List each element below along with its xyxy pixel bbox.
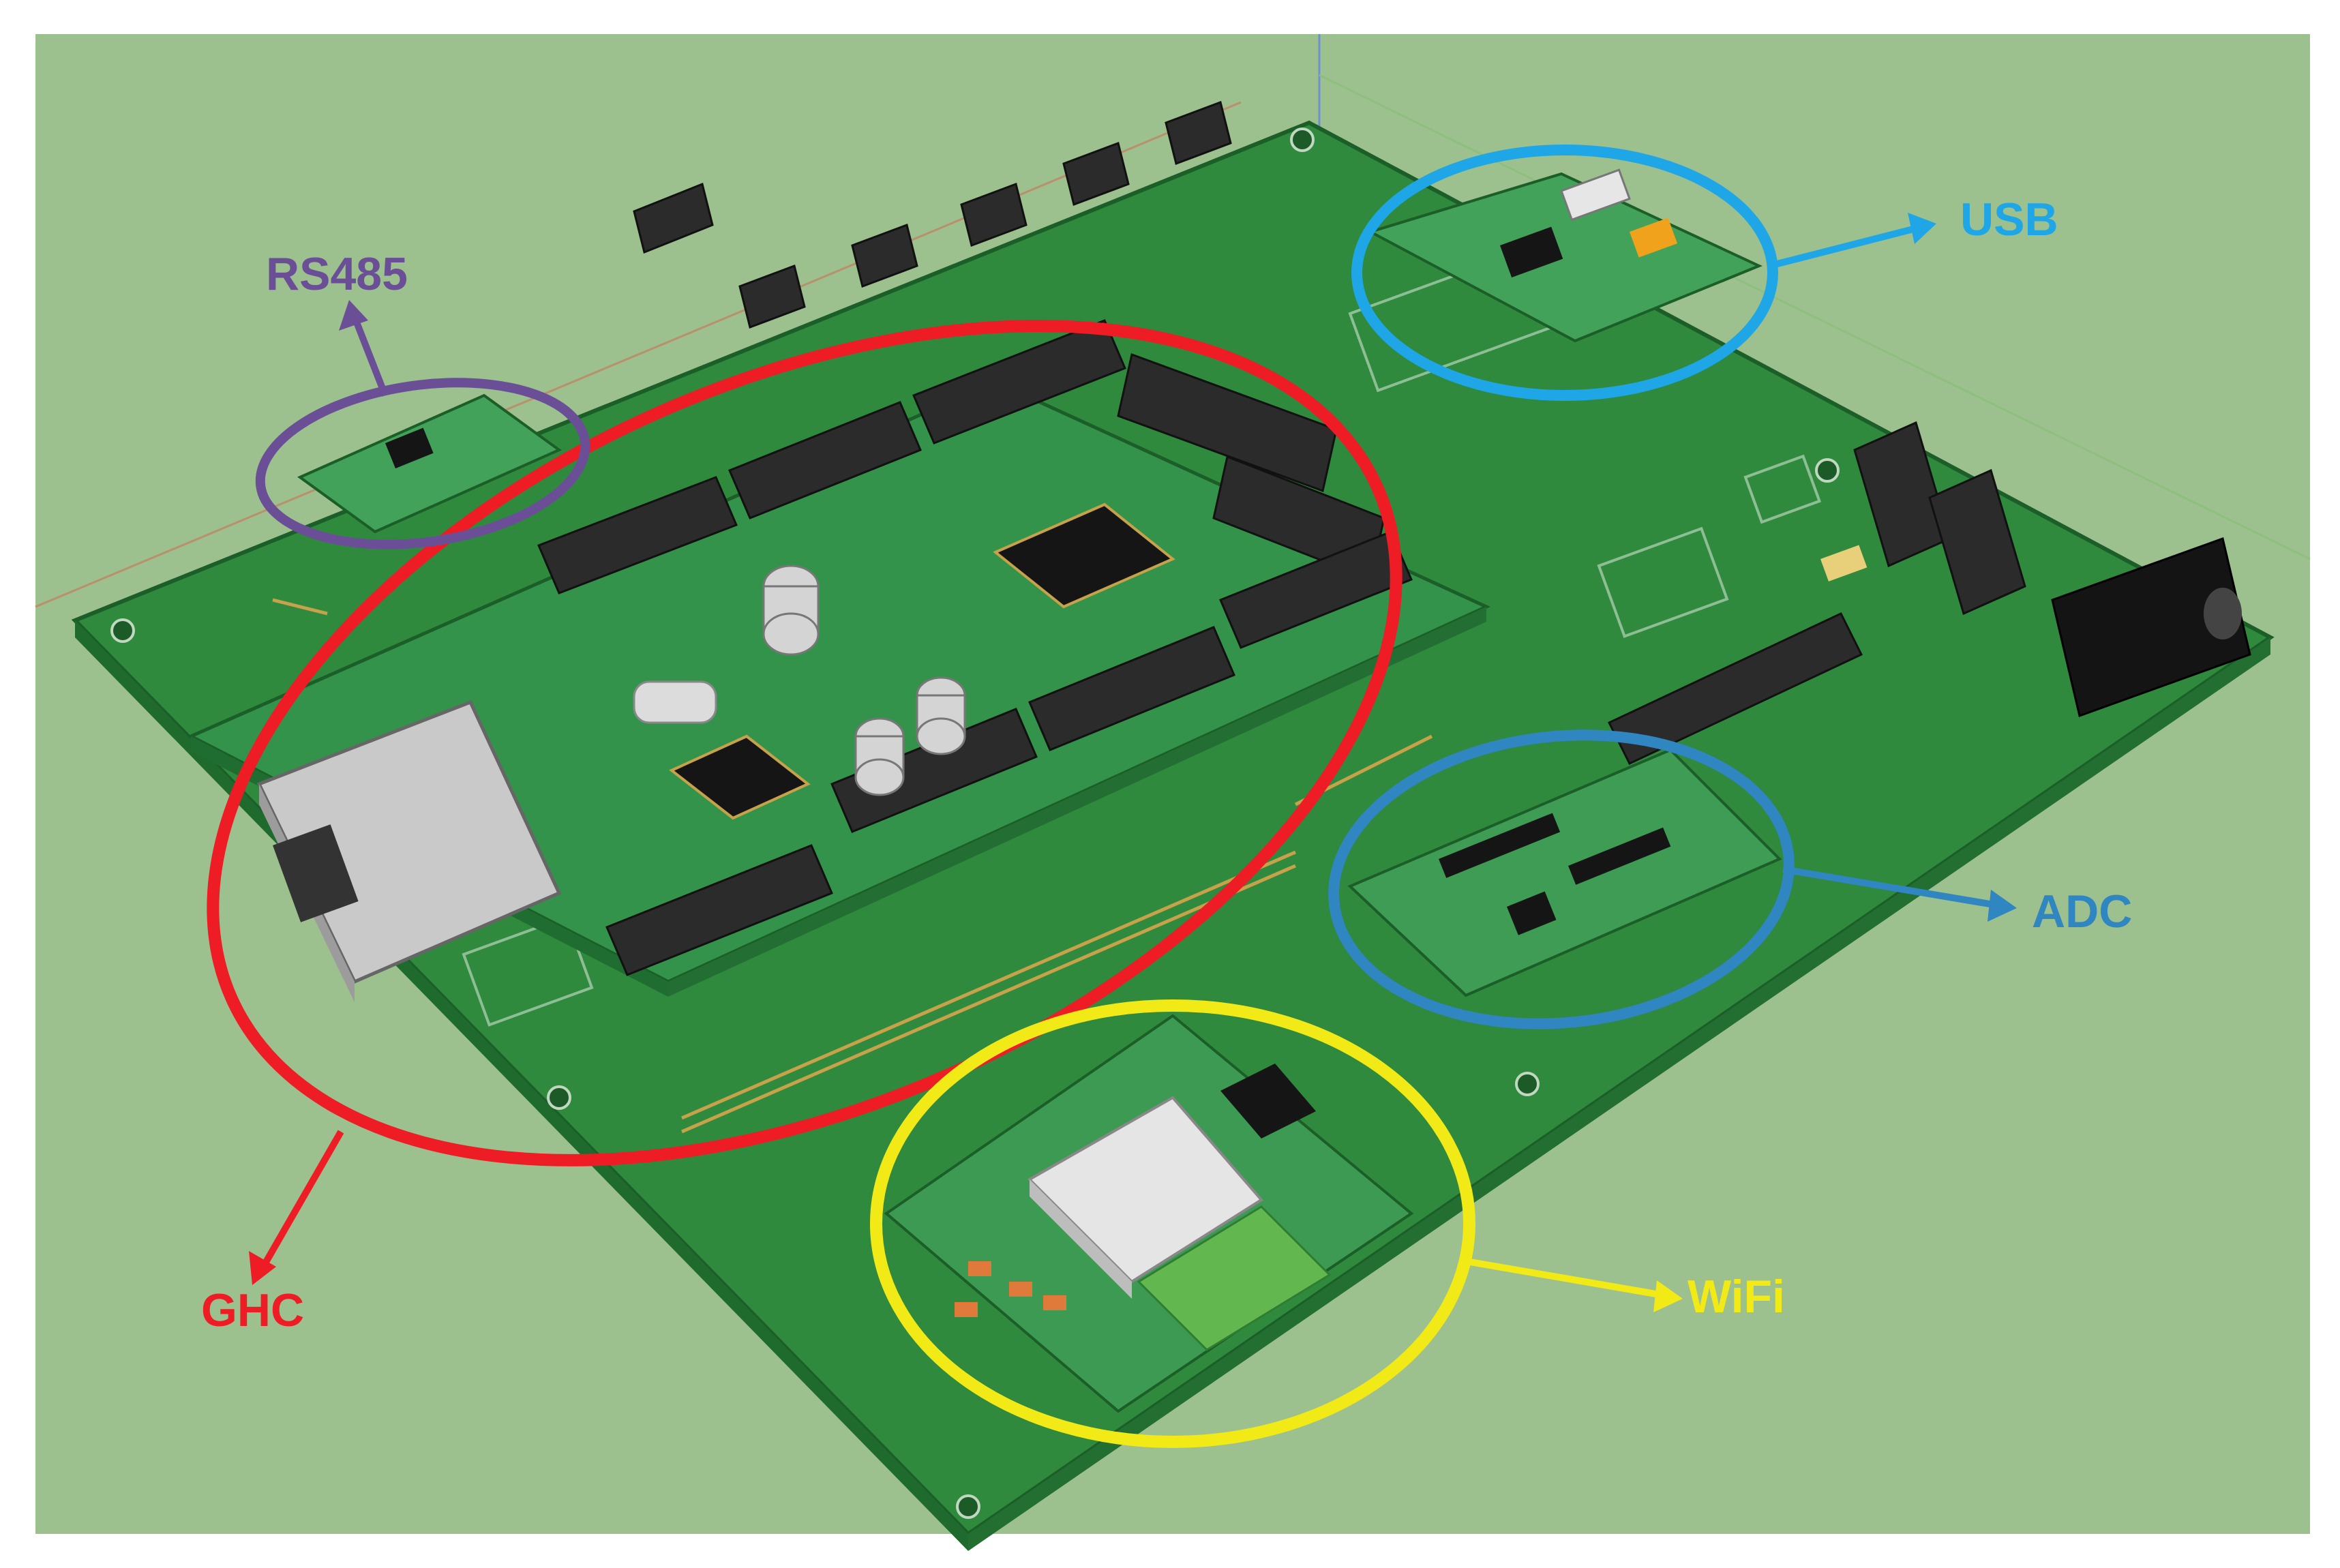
main-board-edge [968,637,2270,1551]
wifi-regulator [1220,1064,1316,1139]
wifi-label: WiFi [1687,1271,1785,1323]
header-rows [537,101,1863,976]
rs485-chip [385,427,434,469]
ghc-arrow [259,1130,344,1270]
wifi-antenna [1137,1205,1332,1351]
capacitors [762,564,966,796]
usb-fuse [1630,217,1678,258]
rs485-arrow [351,316,389,397]
adc-module [1347,748,1782,997]
dc-jack [2051,537,2251,717]
usb-chip [1499,226,1563,277]
rs485-arrowhead [339,300,368,331]
usb-arrow [1768,225,1917,269]
power-led [1820,545,1867,582]
usb-highlight-ellipse [1351,145,1778,401]
adc-resistors [1439,813,1671,885]
eth-phy-chip [669,734,811,820]
ethernet-port [273,824,359,922]
wifi-shield-side [1030,1179,1132,1299]
adc-label: ADC [2032,886,2132,937]
adc-arrow [1782,866,1998,909]
rs485-label: RS485 [266,248,408,300]
ghc-board-edge [668,607,1486,997]
usb-module [1366,172,1763,343]
axis-line [35,101,1242,608]
rs485-highlight-ellipse [255,378,590,549]
rs485-module [297,393,562,534]
ghc-label: GHC [201,1284,304,1336]
adc-highlight-ellipse [1328,729,1795,1029]
adc-chip [1507,891,1557,935]
dc-jack-hole [2204,588,2242,639]
adc-arrowhead [1987,890,2017,922]
wifi-arrowhead [1653,1280,1683,1312]
wifi-passives [955,1261,1066,1317]
wifi-highlight-ellipse [870,999,1475,1448]
ghc-arrowhead [249,1251,276,1285]
wifi-arrow [1465,1258,1664,1299]
usb-port [1560,168,1631,222]
usb-label: USB [1960,194,2058,245]
dc-converter [1928,468,2026,616]
crystal [633,680,717,724]
usb-arrowhead [1908,213,1936,244]
mcu-chip [993,502,1175,609]
